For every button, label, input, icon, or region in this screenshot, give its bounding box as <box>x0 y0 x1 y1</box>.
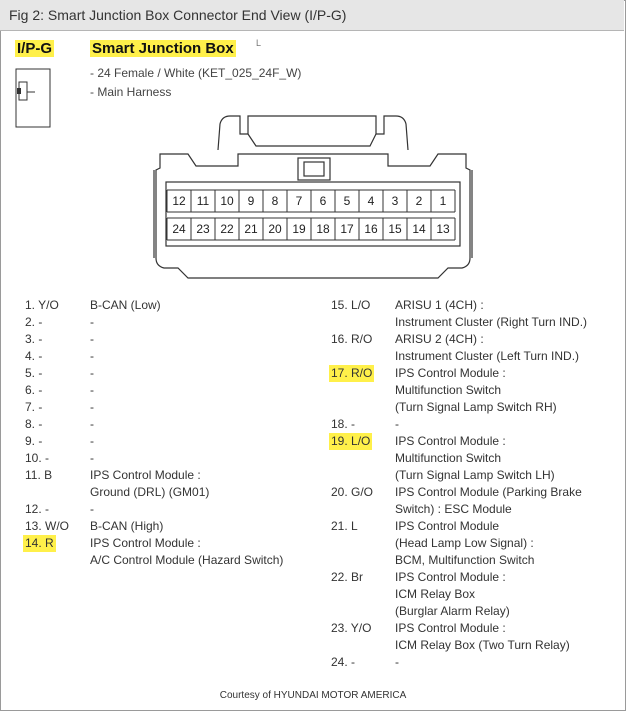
pin-cell: 4 <box>367 194 375 208</box>
pin-cell: 17 <box>340 222 354 236</box>
figure-title-bar: Fig 2: Smart Junction Box Connector End … <box>0 0 624 31</box>
pin-number: 10. - <box>25 451 50 465</box>
pin-cell: 20 <box>268 222 282 236</box>
pin-cell: 24 <box>172 222 186 236</box>
pin-description: - <box>90 400 94 414</box>
pin-cell: 21 <box>244 222 258 236</box>
pin-number: 13. W/O <box>25 519 70 533</box>
pin-description: BCM, Multifunction Switch <box>395 553 535 567</box>
pin-description: - <box>90 349 94 363</box>
pin-description: (Burglar Alarm Relay) <box>395 604 510 618</box>
pin-description: - <box>90 417 94 431</box>
pin-description: A/C Control Module (Hazard Switch) <box>90 553 284 567</box>
pin-description: ARISU 1 (4CH) : <box>395 298 484 312</box>
pin-cell: 8 <box>271 194 279 208</box>
pin-description: - <box>395 417 399 431</box>
pin-description: Multifunction Switch <box>395 383 502 397</box>
pin-cell: 16 <box>364 222 378 236</box>
pin-description: IPS Control Module : <box>395 434 506 448</box>
pin-description: IPS Control Module <box>395 519 500 533</box>
pin-number: 2. - <box>25 315 43 329</box>
pin-number: 20. G/O <box>331 485 374 499</box>
connector-name: Smart Junction Box <box>90 40 236 57</box>
pin-description: - <box>90 502 94 516</box>
pin-description: Switch) : ESC Module <box>395 502 512 516</box>
pin-cell: 18 <box>316 222 330 236</box>
pin-description: IPS Control Module : <box>395 366 506 380</box>
pin-description: ICM Relay Box <box>395 587 476 601</box>
pin-cell: 2 <box>415 194 423 208</box>
connector-name-mark: L <box>256 38 262 48</box>
pin-cell: 1 <box>439 194 447 208</box>
pin-description: - <box>395 655 399 669</box>
connector-thumbnail-icon <box>15 68 51 128</box>
pin-cell: 7 <box>295 194 303 208</box>
pin-description: Ground (DRL) (GM01) <box>90 485 210 499</box>
pin-cell: 23 <box>196 222 210 236</box>
connector-end-view-icon <box>153 115 473 279</box>
pin-description: - <box>90 383 94 397</box>
pin-cell: 11 <box>196 194 210 208</box>
pin-number: 3. - <box>25 332 43 346</box>
pin-number: 11. B <box>25 468 53 482</box>
pin-cell: 6 <box>319 194 327 208</box>
pin-cell: 15 <box>388 222 402 236</box>
pin-cell: 10 <box>220 194 234 208</box>
pin-number: 7. - <box>25 400 43 414</box>
pin-number: 19. L/O <box>329 433 373 450</box>
pin-number: 9. - <box>25 434 43 448</box>
pin-description: (Turn Signal Lamp Switch RH) <box>395 400 557 414</box>
pin-number: 6. - <box>25 383 43 397</box>
pin-number: 1. Y/O <box>25 298 59 312</box>
pin-description: IPS Control Module : <box>395 570 506 584</box>
pin-number: 23. Y/O <box>331 621 372 635</box>
pin-number: 16. R/O <box>331 332 373 346</box>
connector-spec-harness: - Main Harness <box>90 85 172 99</box>
pin-description: IPS Control Module : <box>90 536 201 550</box>
pin-description: - <box>90 434 94 448</box>
pin-number: 15. L/O <box>331 298 371 312</box>
pin-number: 17. R/O <box>329 365 375 382</box>
pin-number: 5. - <box>25 366 43 380</box>
pin-description: ICM Relay Box (Two Turn Relay) <box>395 638 570 652</box>
pin-cell: 19 <box>292 222 306 236</box>
pin-cell: 9 <box>247 194 255 208</box>
connector-code: I/P-G <box>15 40 55 57</box>
pin-cell: 12 <box>172 194 186 208</box>
figure-credit: Courtesy of HYUNDAI MOTOR AMERICA <box>219 690 407 701</box>
pin-description: IPS Control Module : <box>395 621 506 635</box>
figure-title: Fig 2: Smart Junction Box Connector End … <box>9 7 347 23</box>
pin-description: (Head Lamp Low Signal) : <box>395 536 534 550</box>
pin-description: - <box>90 332 94 346</box>
pin-cell: 14 <box>412 222 426 236</box>
pin-description: - <box>90 315 94 329</box>
pin-description: - <box>90 366 94 380</box>
pin-number: 22. Br <box>331 570 364 584</box>
pin-description: B-CAN (High) <box>90 519 164 533</box>
pin-cell: 5 <box>343 194 351 208</box>
pin-description: IPS Control Module (Parking Brake <box>395 485 582 499</box>
pin-description: ARISU 2 (4CH) : <box>395 332 484 346</box>
connector-spec-type: - 24 Female / White (KET_025_24F_W) <box>90 66 302 80</box>
pin-number: 12. - <box>25 502 50 516</box>
pin-description: Multifunction Switch <box>395 451 502 465</box>
pin-description: (Turn Signal Lamp Switch LH) <box>395 468 555 482</box>
pin-number: 21. L <box>331 519 358 533</box>
pin-cell: 13 <box>436 222 450 236</box>
pin-description: - <box>90 451 94 465</box>
pin-cell: 22 <box>220 222 234 236</box>
pin-number: 4. - <box>25 349 43 363</box>
pin-number: 18. - <box>331 417 356 431</box>
pin-description: Instrument Cluster (Right Turn IND.) <box>395 315 588 329</box>
pin-description: IPS Control Module : <box>90 468 201 482</box>
pin-number: 8. - <box>25 417 43 431</box>
pin-description: Instrument Cluster (Left Turn IND.) <box>395 349 580 363</box>
pin-description: B-CAN (Low) <box>90 298 161 312</box>
pin-number: 24. - <box>331 655 356 669</box>
pin-cell: 3 <box>391 194 399 208</box>
pin-number: 14. R <box>23 535 56 552</box>
